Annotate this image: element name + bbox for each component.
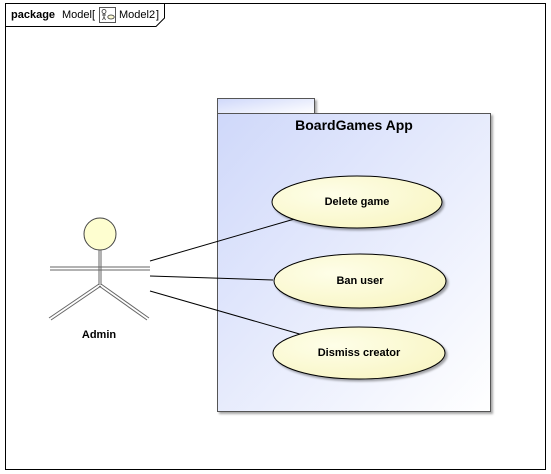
actor-head	[83, 217, 117, 251]
frame-header: package Model [ Model2 ]	[5, 3, 165, 27]
association-ban-user[interactable]	[149, 275, 274, 281]
association-dismiss-creator[interactable]	[149, 290, 304, 336]
frame-model-name: Model	[62, 9, 92, 21]
use-case-diagram-icon	[99, 7, 116, 23]
use-case-dismiss-creator[interactable]: Dismiss creator	[272, 326, 446, 380]
use-case-delete-game[interactable]: Delete game	[271, 175, 443, 229]
actor-admin[interactable]: Admin	[48, 217, 150, 341]
use-case-label: Ban user	[336, 275, 384, 287]
frame-bracket-close: ]	[156, 9, 159, 21]
actor-label: Admin	[82, 329, 117, 341]
frame-bracket-open: [	[92, 9, 95, 21]
package-tab	[217, 98, 315, 114]
use-case-label: Dismiss creator	[318, 347, 401, 359]
actor-body	[48, 250, 150, 321]
frame-diagram-name: Model2	[119, 9, 155, 21]
use-case-label: Delete game	[325, 196, 390, 208]
association-delete-game[interactable]	[149, 217, 299, 262]
associations	[149, 217, 304, 336]
use-case-ban-user[interactable]: Ban user	[273, 253, 447, 309]
frame-keyword: package	[11, 9, 55, 21]
package-title: BoardGames App	[295, 117, 413, 133]
